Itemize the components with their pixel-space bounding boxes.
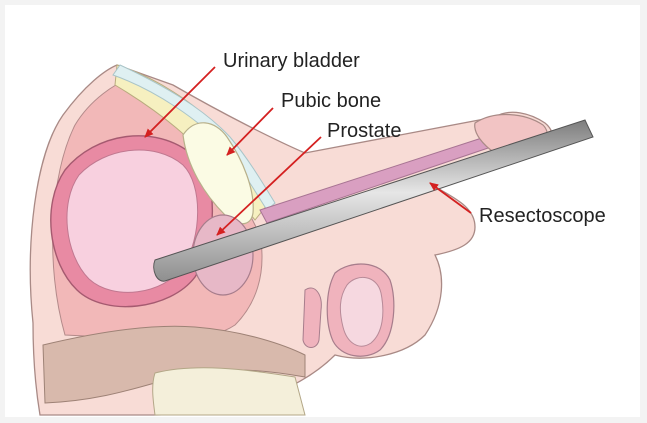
seminal-vesicle <box>303 288 321 348</box>
label-pubic-bone: Pubic bone <box>281 91 381 111</box>
label-resectoscope: Resectoscope <box>479 206 606 226</box>
label-prostate: Prostate <box>327 121 401 141</box>
rectum-inner <box>340 277 382 346</box>
diagram-frame: Urinary bladder Pubic bone Prostate Rese… <box>5 5 640 417</box>
label-urinary-bladder: Urinary bladder <box>223 51 360 71</box>
cream-tissue <box>153 368 305 415</box>
